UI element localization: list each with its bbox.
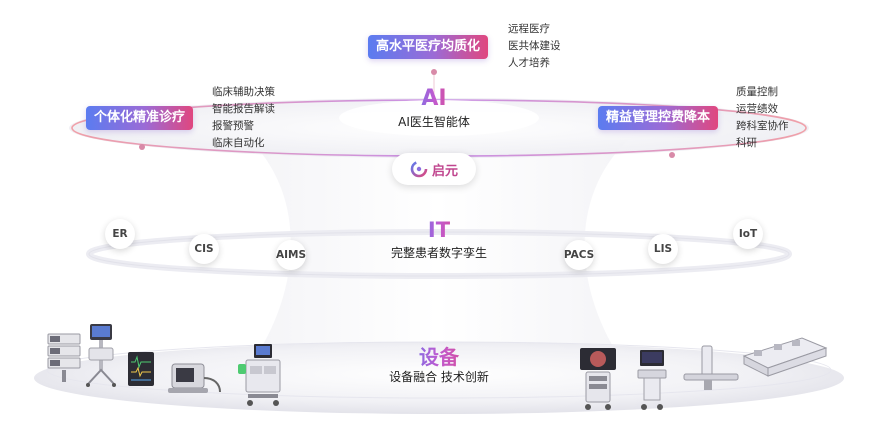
patient-monitor-icon bbox=[128, 352, 154, 386]
left-pill: 个体化精准诊疗 bbox=[86, 106, 194, 130]
list-item: 质量控制 bbox=[736, 86, 778, 98]
list-item: 科研 bbox=[736, 137, 757, 149]
list-item: 报警预警 bbox=[212, 120, 254, 132]
right-item-list: 质量控制 运营绩效 跨科室协作 科研 bbox=[736, 84, 789, 152]
node-pacs: PACS bbox=[564, 240, 594, 270]
anesthesia-machine-icon bbox=[238, 344, 281, 406]
ultrasound-portable-icon bbox=[168, 363, 221, 393]
list-item: 临床辅助决策 bbox=[212, 86, 275, 98]
node-iot: IoT bbox=[733, 219, 763, 249]
list-item: 人才培养 bbox=[508, 57, 550, 69]
list-item: 运营绩效 bbox=[736, 103, 778, 115]
device-title: 设备 bbox=[399, 341, 479, 370]
lab-automation-line-icon bbox=[742, 337, 828, 377]
device-subtitle: 设备融合 技术创新 bbox=[389, 370, 489, 384]
connector-dot bbox=[431, 69, 437, 75]
ultrasound-cart-icon bbox=[637, 350, 667, 410]
node-lis: LIS bbox=[648, 234, 678, 264]
funnel-body bbox=[245, 140, 630, 372]
list-item: 远程医疗 bbox=[508, 23, 550, 35]
list-item: 跨科室协作 bbox=[736, 120, 789, 132]
brand-badge: 启元 bbox=[392, 153, 476, 185]
swirl-logo-icon bbox=[410, 160, 428, 178]
brand-name: 启元 bbox=[431, 163, 458, 179]
top-item-list: 远程医疗 医共体建设 人才培养 bbox=[508, 21, 561, 72]
node-aims: AIMS bbox=[276, 240, 306, 270]
it-title: IT bbox=[414, 218, 464, 242]
list-item: 临床自动化 bbox=[212, 137, 265, 149]
rack-monitor-icon bbox=[47, 333, 81, 382]
ai-subtitle: AI医生智能体 bbox=[398, 115, 470, 129]
ventilator-icon bbox=[86, 324, 116, 387]
ai-title: AI bbox=[409, 86, 459, 111]
endoscopy-tower-icon bbox=[580, 348, 616, 410]
left-item-list: 临床辅助决策 智能报告解读 报警预警 临床自动化 bbox=[212, 84, 275, 152]
list-item: 智能报告解读 bbox=[212, 103, 275, 115]
right-pill: 精益管理控费降本 bbox=[598, 106, 719, 130]
ct-scanner-icon bbox=[683, 345, 739, 390]
top-pill: 高水平医疗均质化 bbox=[368, 35, 489, 59]
connector-dot bbox=[139, 144, 145, 150]
node-cis: CIS bbox=[189, 234, 219, 264]
list-item: 医共体建设 bbox=[508, 40, 561, 52]
it-subtitle: 完整患者数字孪生 bbox=[390, 246, 487, 260]
node-er: ER bbox=[105, 219, 135, 249]
connector-dot bbox=[669, 152, 675, 158]
